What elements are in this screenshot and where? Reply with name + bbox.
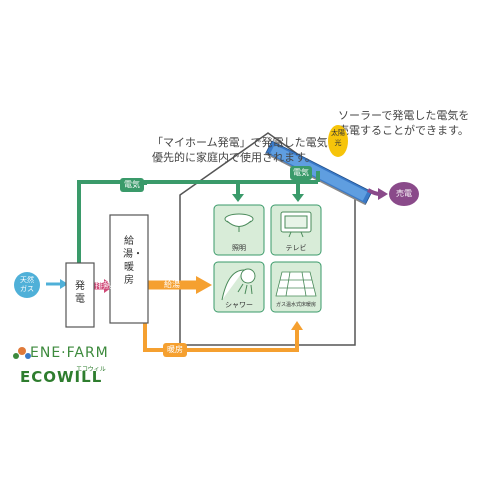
generator-label: 発電 <box>75 281 85 305</box>
house-outline <box>179 132 356 346</box>
heater-box <box>109 214 149 324</box>
home-power-note-line1: 「マイホーム発電」で発電した電気は <box>152 136 339 149</box>
electricity-badge-left: 電気 <box>120 178 144 192</box>
solar-sell-note-line2: 売電することができます。 <box>338 124 469 137</box>
hot-water-arrow <box>148 276 212 294</box>
electricity-line <box>77 171 320 263</box>
hot-water-label: 給湯 <box>164 280 180 289</box>
sell-badge: 売電 <box>389 182 419 206</box>
lamp-icon <box>224 213 254 232</box>
floor-heating-label: ガス温水式床暖房 <box>275 302 316 308</box>
exhaust-heat-label: 排熱 <box>95 281 111 290</box>
electricity-badge-right: 電気 <box>290 166 312 180</box>
exhaust-heat-arrow <box>94 279 114 293</box>
heater-label: 給湯・暖房 <box>123 236 143 286</box>
home-power-note-line2: 優先的に家庭内で使用されます。 <box>152 151 316 164</box>
floor-heating-icon <box>275 271 317 297</box>
generator-box <box>65 262 95 328</box>
tv-label: テレビ <box>285 244 307 252</box>
natural-gas-badge: 天然ガス <box>14 272 40 298</box>
gas-arrow <box>46 279 68 289</box>
enefarm-logo-icon <box>13 347 31 359</box>
lighting-label: 照明 <box>232 244 246 252</box>
solar-sell-note-line1: ソーラーで発電した電気を <box>338 109 470 122</box>
heating-badge: 暖房 <box>163 343 187 357</box>
sell-arrow <box>367 188 388 200</box>
ecowill-logo: ECOWILL <box>20 368 103 386</box>
tv-icon <box>280 211 312 238</box>
sunlight-badge: 太陽光 <box>328 125 348 157</box>
shower-icon <box>221 268 256 301</box>
enefarm-logo: ENE·FARM <box>30 345 109 361</box>
ecowill-kana: エコウィル <box>76 366 106 373</box>
shower-label: シャワー <box>225 301 253 309</box>
